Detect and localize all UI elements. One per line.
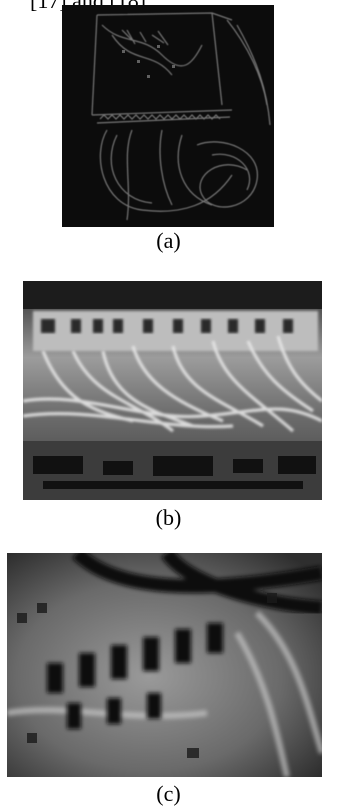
figure-c-caption: (c) bbox=[156, 781, 181, 806]
figure-b-caption: (b) bbox=[155, 505, 182, 530]
figure-a-image bbox=[62, 5, 274, 227]
figure-c-image bbox=[7, 553, 322, 777]
figure-b-image bbox=[23, 281, 322, 500]
figure-a-caption: (a) bbox=[156, 228, 181, 253]
